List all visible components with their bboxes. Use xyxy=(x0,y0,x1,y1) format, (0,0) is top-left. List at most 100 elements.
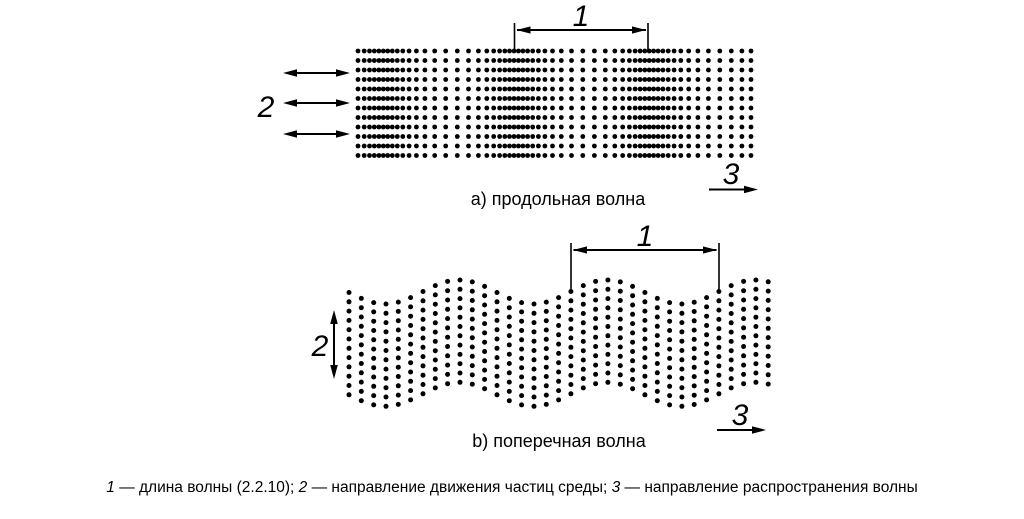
particle-dot xyxy=(406,86,412,92)
double-arrow-icon xyxy=(283,69,350,77)
particle-dot xyxy=(371,383,377,389)
particle-dot xyxy=(511,134,517,139)
particle-dot xyxy=(420,344,426,350)
particle-dot xyxy=(765,344,771,350)
particle-dot xyxy=(728,105,734,111)
particle-dot xyxy=(520,48,526,54)
particle-dot xyxy=(355,77,361,82)
particle-dot xyxy=(536,96,541,101)
particle-dot xyxy=(511,153,517,158)
particle-dot xyxy=(667,309,673,315)
particle-dot xyxy=(432,320,438,326)
particle-dot xyxy=(466,86,471,92)
particle-dot xyxy=(530,96,536,101)
particle-dot xyxy=(748,96,754,101)
particle-dot xyxy=(346,317,352,323)
particle-dot xyxy=(627,58,632,63)
particle-dot xyxy=(556,341,562,347)
particle-dot xyxy=(420,307,426,313)
particle-dot xyxy=(536,134,541,139)
particle-dot xyxy=(605,351,611,357)
particle-dot xyxy=(686,105,692,111)
particle-dot xyxy=(506,342,512,348)
particle-dot xyxy=(637,153,643,158)
particle-dot xyxy=(371,309,377,315)
particle-dot xyxy=(367,153,372,158)
particle-dot xyxy=(367,143,372,149)
particle-dot xyxy=(630,321,636,327)
particle-dot xyxy=(667,374,673,380)
particle-dot xyxy=(511,115,517,120)
particle-dot xyxy=(569,143,574,149)
particle-dot xyxy=(728,58,734,63)
particle-dot xyxy=(358,323,364,329)
particle-dot xyxy=(406,96,412,101)
particle-dot xyxy=(632,77,638,82)
particle-dot xyxy=(476,86,481,92)
particle-dot xyxy=(695,143,701,149)
particle-dot xyxy=(580,366,586,372)
particle-dot xyxy=(531,403,537,409)
particle-dot xyxy=(716,326,722,332)
particle-dot xyxy=(371,134,377,139)
particle-dot xyxy=(704,313,710,319)
particle-dot xyxy=(502,48,508,54)
particle-dot xyxy=(753,361,759,367)
particle-dot xyxy=(691,383,697,389)
particle-dot xyxy=(346,373,352,379)
particle-motion-arrows-longitudinal: 2 xyxy=(257,69,350,138)
arrowhead-right-icon xyxy=(744,185,758,194)
particle-dot xyxy=(569,48,574,54)
particle-dot xyxy=(400,48,406,54)
particle-dot xyxy=(642,77,648,82)
particle-dot xyxy=(593,288,599,294)
particle-dot xyxy=(367,105,372,111)
legend-num-wavelength: 1 xyxy=(106,479,115,496)
particle-dot xyxy=(408,313,414,319)
particle-dot xyxy=(550,86,555,92)
particle-dot xyxy=(642,290,648,295)
particle-dot xyxy=(558,77,564,82)
particle-dot xyxy=(383,357,389,363)
particle-dot xyxy=(406,105,412,111)
particle-dot xyxy=(371,318,377,324)
particle-dot xyxy=(728,143,734,149)
particle-dot xyxy=(394,124,400,130)
particle-dot xyxy=(612,48,618,54)
particle-dot xyxy=(361,48,367,54)
particle-dot xyxy=(558,124,564,130)
particle-dot xyxy=(665,67,671,73)
particle-dot xyxy=(358,379,364,385)
particle-dot xyxy=(466,124,471,130)
particle-dot xyxy=(511,96,517,101)
particle-dot xyxy=(422,124,428,130)
particle-dot xyxy=(432,134,438,139)
particle-dot xyxy=(400,115,406,120)
particle-motion-arrow-transverse: 2 xyxy=(311,310,338,379)
particle-dot xyxy=(482,376,488,382)
particle-dot xyxy=(550,134,555,139)
particle-dot xyxy=(466,77,471,82)
particle-dot xyxy=(617,316,623,322)
particle-dot xyxy=(376,77,382,82)
particle-dot xyxy=(686,115,692,120)
particle-dot xyxy=(371,337,377,343)
particle-dot xyxy=(593,371,599,377)
particle-dot xyxy=(520,96,526,101)
particle-dot xyxy=(642,105,648,111)
particle-dot xyxy=(558,115,564,120)
particle-dot xyxy=(443,86,449,92)
particle-dot xyxy=(414,153,419,158)
particle-dot xyxy=(376,67,382,73)
particle-dot xyxy=(728,153,734,158)
particle-dot xyxy=(516,153,521,158)
particle-dot xyxy=(716,382,722,387)
particle-dot xyxy=(593,344,599,349)
particle-dot xyxy=(651,143,656,149)
particle-dot xyxy=(678,77,684,82)
particle-dot xyxy=(556,304,562,310)
particle-dot xyxy=(530,67,536,73)
particle-dot xyxy=(717,153,723,158)
particle-dot xyxy=(507,58,512,63)
particle-dot xyxy=(569,153,574,158)
